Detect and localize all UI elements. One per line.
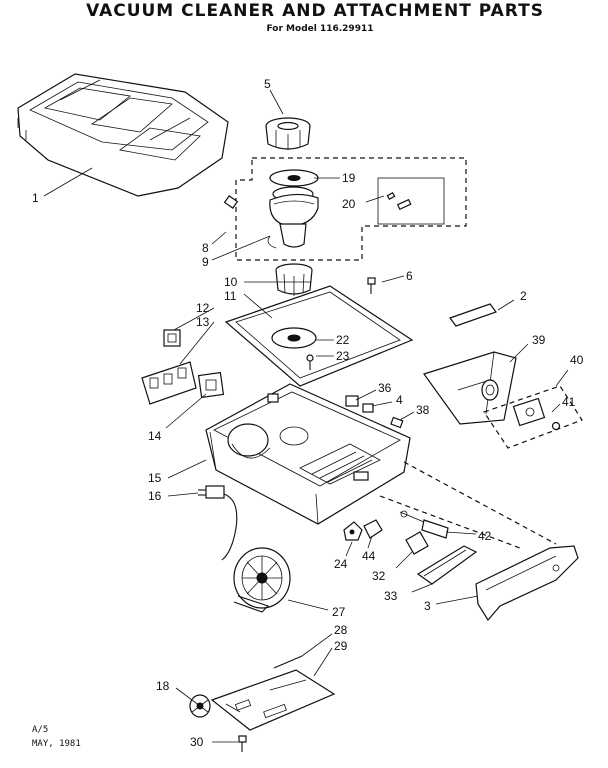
leader-housing-to-bumper-lower: [379, 495, 521, 549]
part-42-release-lever: [399, 510, 449, 539]
leader-lines: [43, 89, 569, 743]
callout-2: 2: [520, 289, 527, 303]
callout-19: 19: [342, 171, 356, 185]
part-11-gasket: [224, 285, 414, 387]
part-29-bottom-plate: [210, 669, 336, 731]
part-19-motor: [267, 169, 319, 249]
callout-36: 36: [378, 381, 392, 395]
part-44-bracket: [363, 519, 383, 539]
callout-22: 22: [336, 333, 350, 347]
part-5-motor-cap: [265, 117, 311, 150]
part-30-screw: [238, 735, 247, 752]
part-20-brush-inset: [377, 177, 445, 225]
part-39-attachment-caddy: [423, 351, 517, 425]
part-8-clip: [223, 195, 239, 209]
callout-32: 32: [372, 569, 386, 583]
part-14-switch: [197, 371, 225, 399]
part-18-wheel: [189, 694, 211, 718]
part-23-screw: [306, 354, 314, 370]
diagram-title: VACUUM CLEANER AND ATTACHMENT PARTS: [86, 1, 544, 21]
callout-12: 12: [196, 301, 210, 315]
part-15-main-housing: [205, 383, 411, 525]
callout-3: 3: [424, 599, 431, 613]
callout-39: 39: [532, 333, 546, 347]
callout-44: 44: [362, 549, 376, 563]
diagram-subtitle: For Model 116.29911: [267, 24, 374, 34]
callout-33: 33: [384, 589, 398, 603]
part-1-top-cover: [17, 73, 229, 197]
bracket-group-box: [483, 385, 583, 449]
part-32-pedal: [405, 531, 429, 555]
callout-1: 1: [32, 191, 39, 205]
part-22-filter-plate: [271, 327, 317, 349]
callout-4: 4: [396, 393, 403, 407]
callout-14: 14: [148, 429, 162, 443]
callout-28: 28: [334, 623, 348, 637]
part-41-screw: [551, 421, 561, 431]
callout-42: 42: [478, 529, 492, 543]
callout-20: 20: [342, 197, 356, 211]
part-12-switch-button: [163, 329, 181, 347]
part-4-clip: [362, 403, 374, 413]
callout-30: 30: [190, 735, 204, 749]
callout-10: 10: [224, 275, 238, 289]
part-38-knob: [390, 416, 404, 429]
callout-41: 41: [562, 395, 576, 409]
part-33-front-bumper: [416, 545, 478, 585]
part-6-screw: [367, 277, 376, 294]
callout-24: 24: [334, 557, 348, 571]
part-40-bracket: [512, 397, 546, 427]
part-13-switch-plate: [141, 361, 197, 405]
part-28-rod: [273, 655, 303, 669]
callout-8: 8: [202, 241, 209, 255]
callout-11: 11: [224, 289, 237, 303]
callout-6: 6: [406, 269, 413, 283]
callout-15: 15: [148, 471, 162, 485]
callout-18: 18: [156, 679, 170, 693]
motor-group-box: [235, 157, 467, 261]
callout-23: 23: [336, 349, 350, 363]
part-10-filter-cage: [275, 263, 313, 296]
callout-40: 40: [570, 353, 584, 367]
part-3-rear-bumper: [475, 545, 579, 622]
callout-16: 16: [148, 489, 162, 503]
callout-38: 38: [416, 403, 430, 417]
callout-13: 13: [196, 315, 210, 329]
callout-27: 27: [332, 605, 346, 619]
callout-9: 9: [202, 255, 209, 269]
footer-code: A/5: [32, 725, 48, 735]
footer-date: MAY, 1981: [32, 739, 81, 749]
part-24-gear: [343, 521, 363, 541]
leader-housing-to-bumper: [403, 461, 557, 545]
part-27-cord-reel: [233, 547, 291, 613]
part-36-latch: [345, 395, 359, 407]
callout-29: 29: [334, 639, 348, 653]
callout-5: 5: [264, 77, 271, 91]
part-16-cord-plug: [198, 485, 238, 561]
part-2-label-strip: [449, 303, 497, 327]
